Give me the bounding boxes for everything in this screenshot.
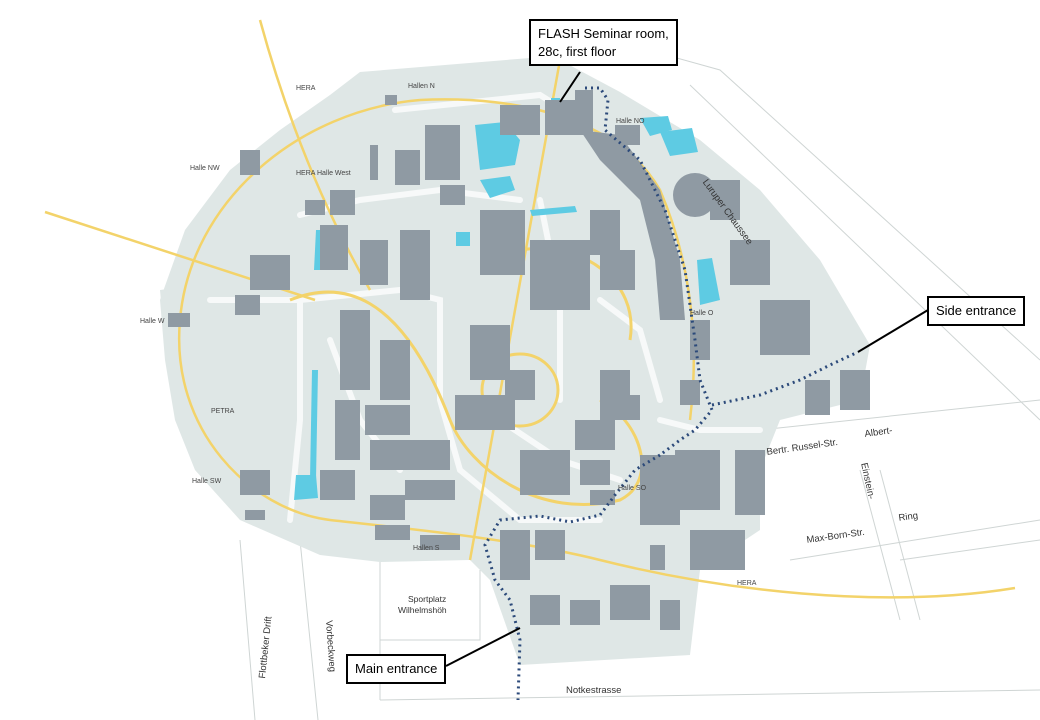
label-wilhelmshoeh: Wilhelmshöh: [398, 605, 447, 615]
label-halle-w: Halle W: [140, 318, 165, 325]
street-ring: Ring: [897, 510, 919, 524]
label-petra: PETRA: [211, 408, 235, 415]
callout-main-entrance: Main entrance: [346, 654, 447, 684]
label-hera-top: HERA: [296, 85, 316, 92]
label-halle-sw: Halle SW: [192, 478, 222, 485]
label-hallen-n: Hallen N: [408, 83, 435, 90]
label-halle-o: Halle O: [690, 310, 714, 317]
street-notkestrasse: Notkestrasse: [566, 685, 622, 696]
label-hallen-s: Hallen S: [413, 545, 440, 552]
label-halle-no: Halle NO: [616, 118, 645, 125]
label-halle-so: Halle SO: [618, 485, 647, 492]
walking-paths: [483, 86, 859, 701]
label-hera-bottom: HERA: [737, 580, 757, 587]
callout-flash-seminar-room: FLASH Seminar room, 28c, first floor: [529, 19, 678, 67]
callout-seminar-line1: FLASH Seminar room,: [538, 26, 669, 41]
label-halle-nw: Halle NW: [190, 165, 220, 172]
callout-seminar-line2: 28c, first floor: [538, 43, 617, 59]
label-sportplatz: Sportplatz: [408, 594, 447, 604]
callout-side-entrance: Side entrance: [927, 296, 1026, 326]
callout-leaders: [445, 71, 929, 667]
label-hera-west: HERA Halle West: [296, 170, 351, 177]
buildings: [168, 90, 870, 630]
street-outlines: [239, 19, 1040, 720]
